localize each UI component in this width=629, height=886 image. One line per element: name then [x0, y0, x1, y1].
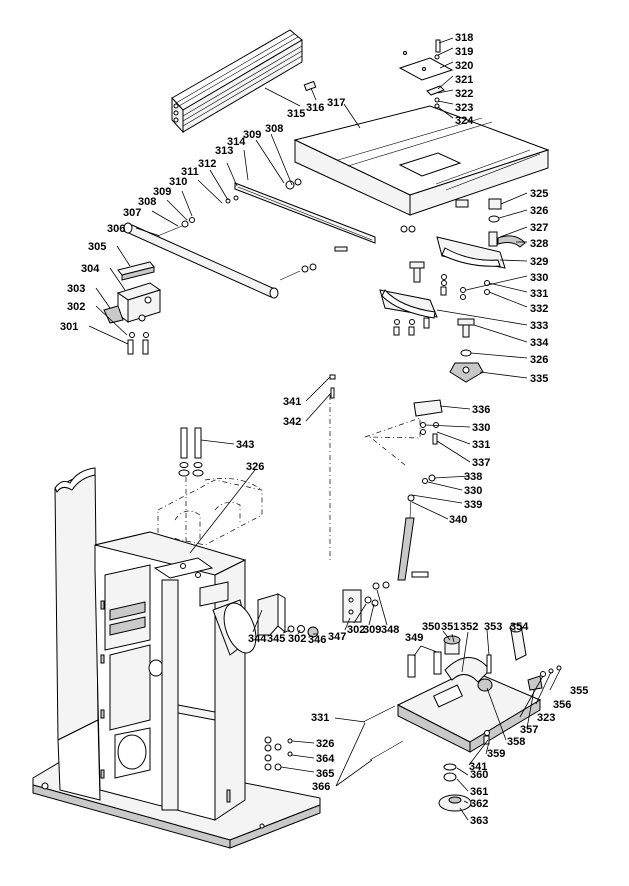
table-top [293, 105, 550, 216]
part-label: 365 [316, 768, 334, 780]
part-label: 316 [306, 102, 324, 114]
part-label: 345 [267, 633, 285, 645]
part-label: 362 [470, 798, 488, 810]
part-label: 330 [530, 272, 548, 284]
part-label: 330 [472, 422, 490, 434]
part-label: 305 [88, 241, 106, 253]
part-label: 324 [455, 115, 474, 127]
part-label: 334 [530, 337, 549, 349]
part-label: 343 [236, 439, 254, 451]
part-label: 358 [507, 736, 525, 748]
middle-parts [178, 374, 443, 581]
part-label: 339 [464, 499, 482, 511]
part-label: 356 [553, 699, 571, 711]
part-label: 331 [472, 439, 490, 451]
front-rail-assembly [103, 178, 416, 355]
part-label: 341 [469, 761, 487, 773]
part-label: 304 [81, 263, 100, 275]
motor-parts [257, 581, 562, 812]
part-316-block [303, 80, 317, 92]
part-label: 342 [283, 416, 301, 428]
leader-lines [88, 37, 561, 821]
part-label: 314 [227, 136, 246, 148]
part-label: 312 [198, 158, 216, 170]
part-label: 320 [455, 60, 473, 72]
part-label: 326 [530, 354, 548, 366]
part-label: 331 [530, 288, 548, 300]
part-label: 301 [60, 321, 78, 333]
part-label: 361 [470, 786, 488, 798]
part-label: 318 [455, 32, 473, 44]
part-label: 364 [316, 753, 335, 765]
part-label: 326 [316, 738, 334, 750]
part-label: 307 [123, 207, 141, 219]
part-label: 353 [484, 621, 502, 633]
part-label: 327 [530, 222, 548, 234]
part-label: 302 [288, 633, 306, 645]
part-label: 337 [472, 457, 490, 469]
part-label: 326 [530, 205, 548, 217]
part-label: 328 [530, 238, 548, 250]
part-label: 309 [153, 186, 171, 198]
part-label: 329 [530, 256, 548, 268]
saw-stand [32, 467, 321, 849]
part-label: 354 [510, 621, 529, 633]
part-label: 302 [347, 624, 365, 636]
fence-extrusion [171, 29, 303, 134]
part-label: 309 [243, 129, 261, 141]
part-label: 355 [570, 685, 588, 697]
part-label: 323 [537, 712, 555, 724]
part-label: 357 [520, 724, 538, 736]
part-label: 323 [455, 102, 473, 114]
part-label: 351 [441, 621, 459, 633]
part-label: 308 [265, 123, 283, 135]
trunnion-assembly [379, 198, 526, 383]
part-label: 348 [381, 624, 399, 636]
part-label: 340 [449, 514, 467, 526]
part-label: 341 [283, 396, 301, 408]
part-label: 347 [328, 631, 346, 643]
part-label: 366 [312, 781, 330, 793]
part-label: 315 [287, 108, 305, 120]
part-label: 338 [464, 471, 482, 483]
part-label: 319 [455, 46, 473, 58]
part-label: 309 [363, 624, 381, 636]
part-label: 360 [470, 769, 488, 781]
part-number-labels: 301 302 303 304 305 306 307 308 309 310 … [60, 32, 588, 827]
part-label: 336 [472, 404, 490, 416]
part-label: 363 [470, 815, 488, 827]
part-label: 332 [530, 303, 548, 315]
part-label: 331 [311, 712, 329, 724]
part-label: 326 [246, 461, 264, 473]
part-label: 335 [530, 373, 548, 385]
part-label: 313 [215, 145, 233, 157]
part-label: 310 [169, 176, 187, 188]
part-label: 333 [530, 320, 548, 332]
part-label: 349 [405, 632, 423, 644]
part-label: 308 [138, 196, 156, 208]
part-label: 346 [308, 634, 326, 646]
part-label: 302 [67, 301, 85, 313]
part-label: 322 [455, 88, 473, 100]
part-label: 311 [181, 166, 199, 178]
part-label: 352 [460, 621, 478, 633]
part-label: 317 [327, 97, 345, 109]
part-label: 306 [107, 223, 125, 235]
part-label: 359 [487, 748, 505, 760]
part-label: 330 [464, 485, 482, 497]
part-label: 303 [67, 283, 85, 295]
part-label: 344 [248, 633, 267, 645]
part-label: 321 [455, 74, 473, 86]
part-label: 325 [530, 188, 548, 200]
part-label: 350 [422, 621, 440, 633]
